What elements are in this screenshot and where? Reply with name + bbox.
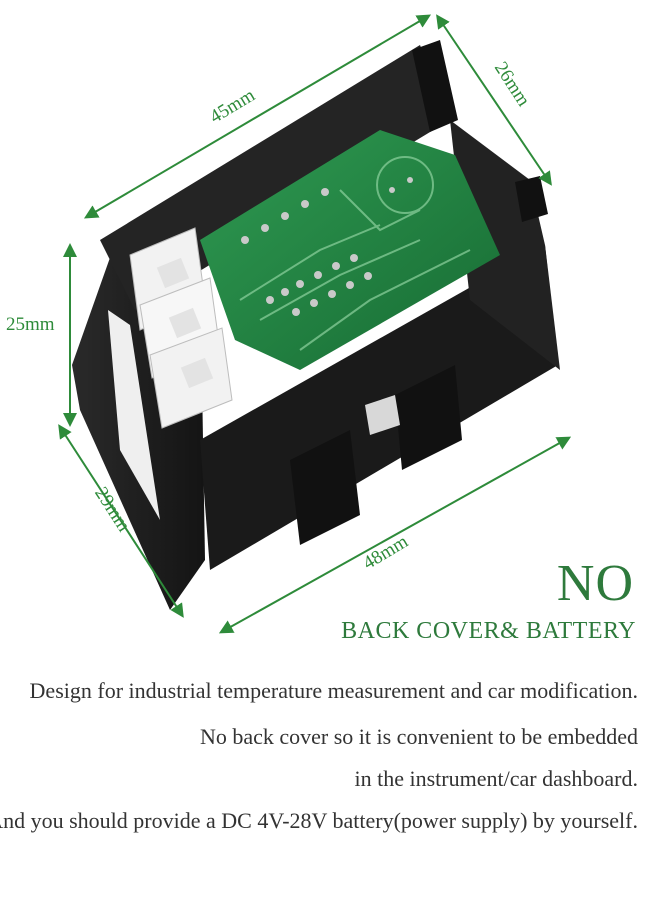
voltmeter-module	[72, 40, 560, 610]
description-line: in the instrument/car dashboard.	[354, 766, 638, 791]
wire-connectors	[129, 227, 233, 429]
subheadline: BACK COVER& BATTERY	[341, 618, 636, 644]
description-line: Design for industrial temperature measur…	[29, 678, 638, 703]
dim-label-bottom-length: 48mm	[359, 531, 412, 574]
description-line: No back cover so it is convenient to be …	[199, 724, 638, 749]
product-photo: 45mm 26mm 25mm 29mm 48mm	[6, 14, 572, 634]
dim-label-side-height: 25mm	[6, 314, 55, 335]
headline: NO	[556, 555, 634, 612]
description-line: And you should provide a DC 4V-28V batte…	[0, 808, 638, 833]
dimension-lines	[58, 14, 572, 634]
